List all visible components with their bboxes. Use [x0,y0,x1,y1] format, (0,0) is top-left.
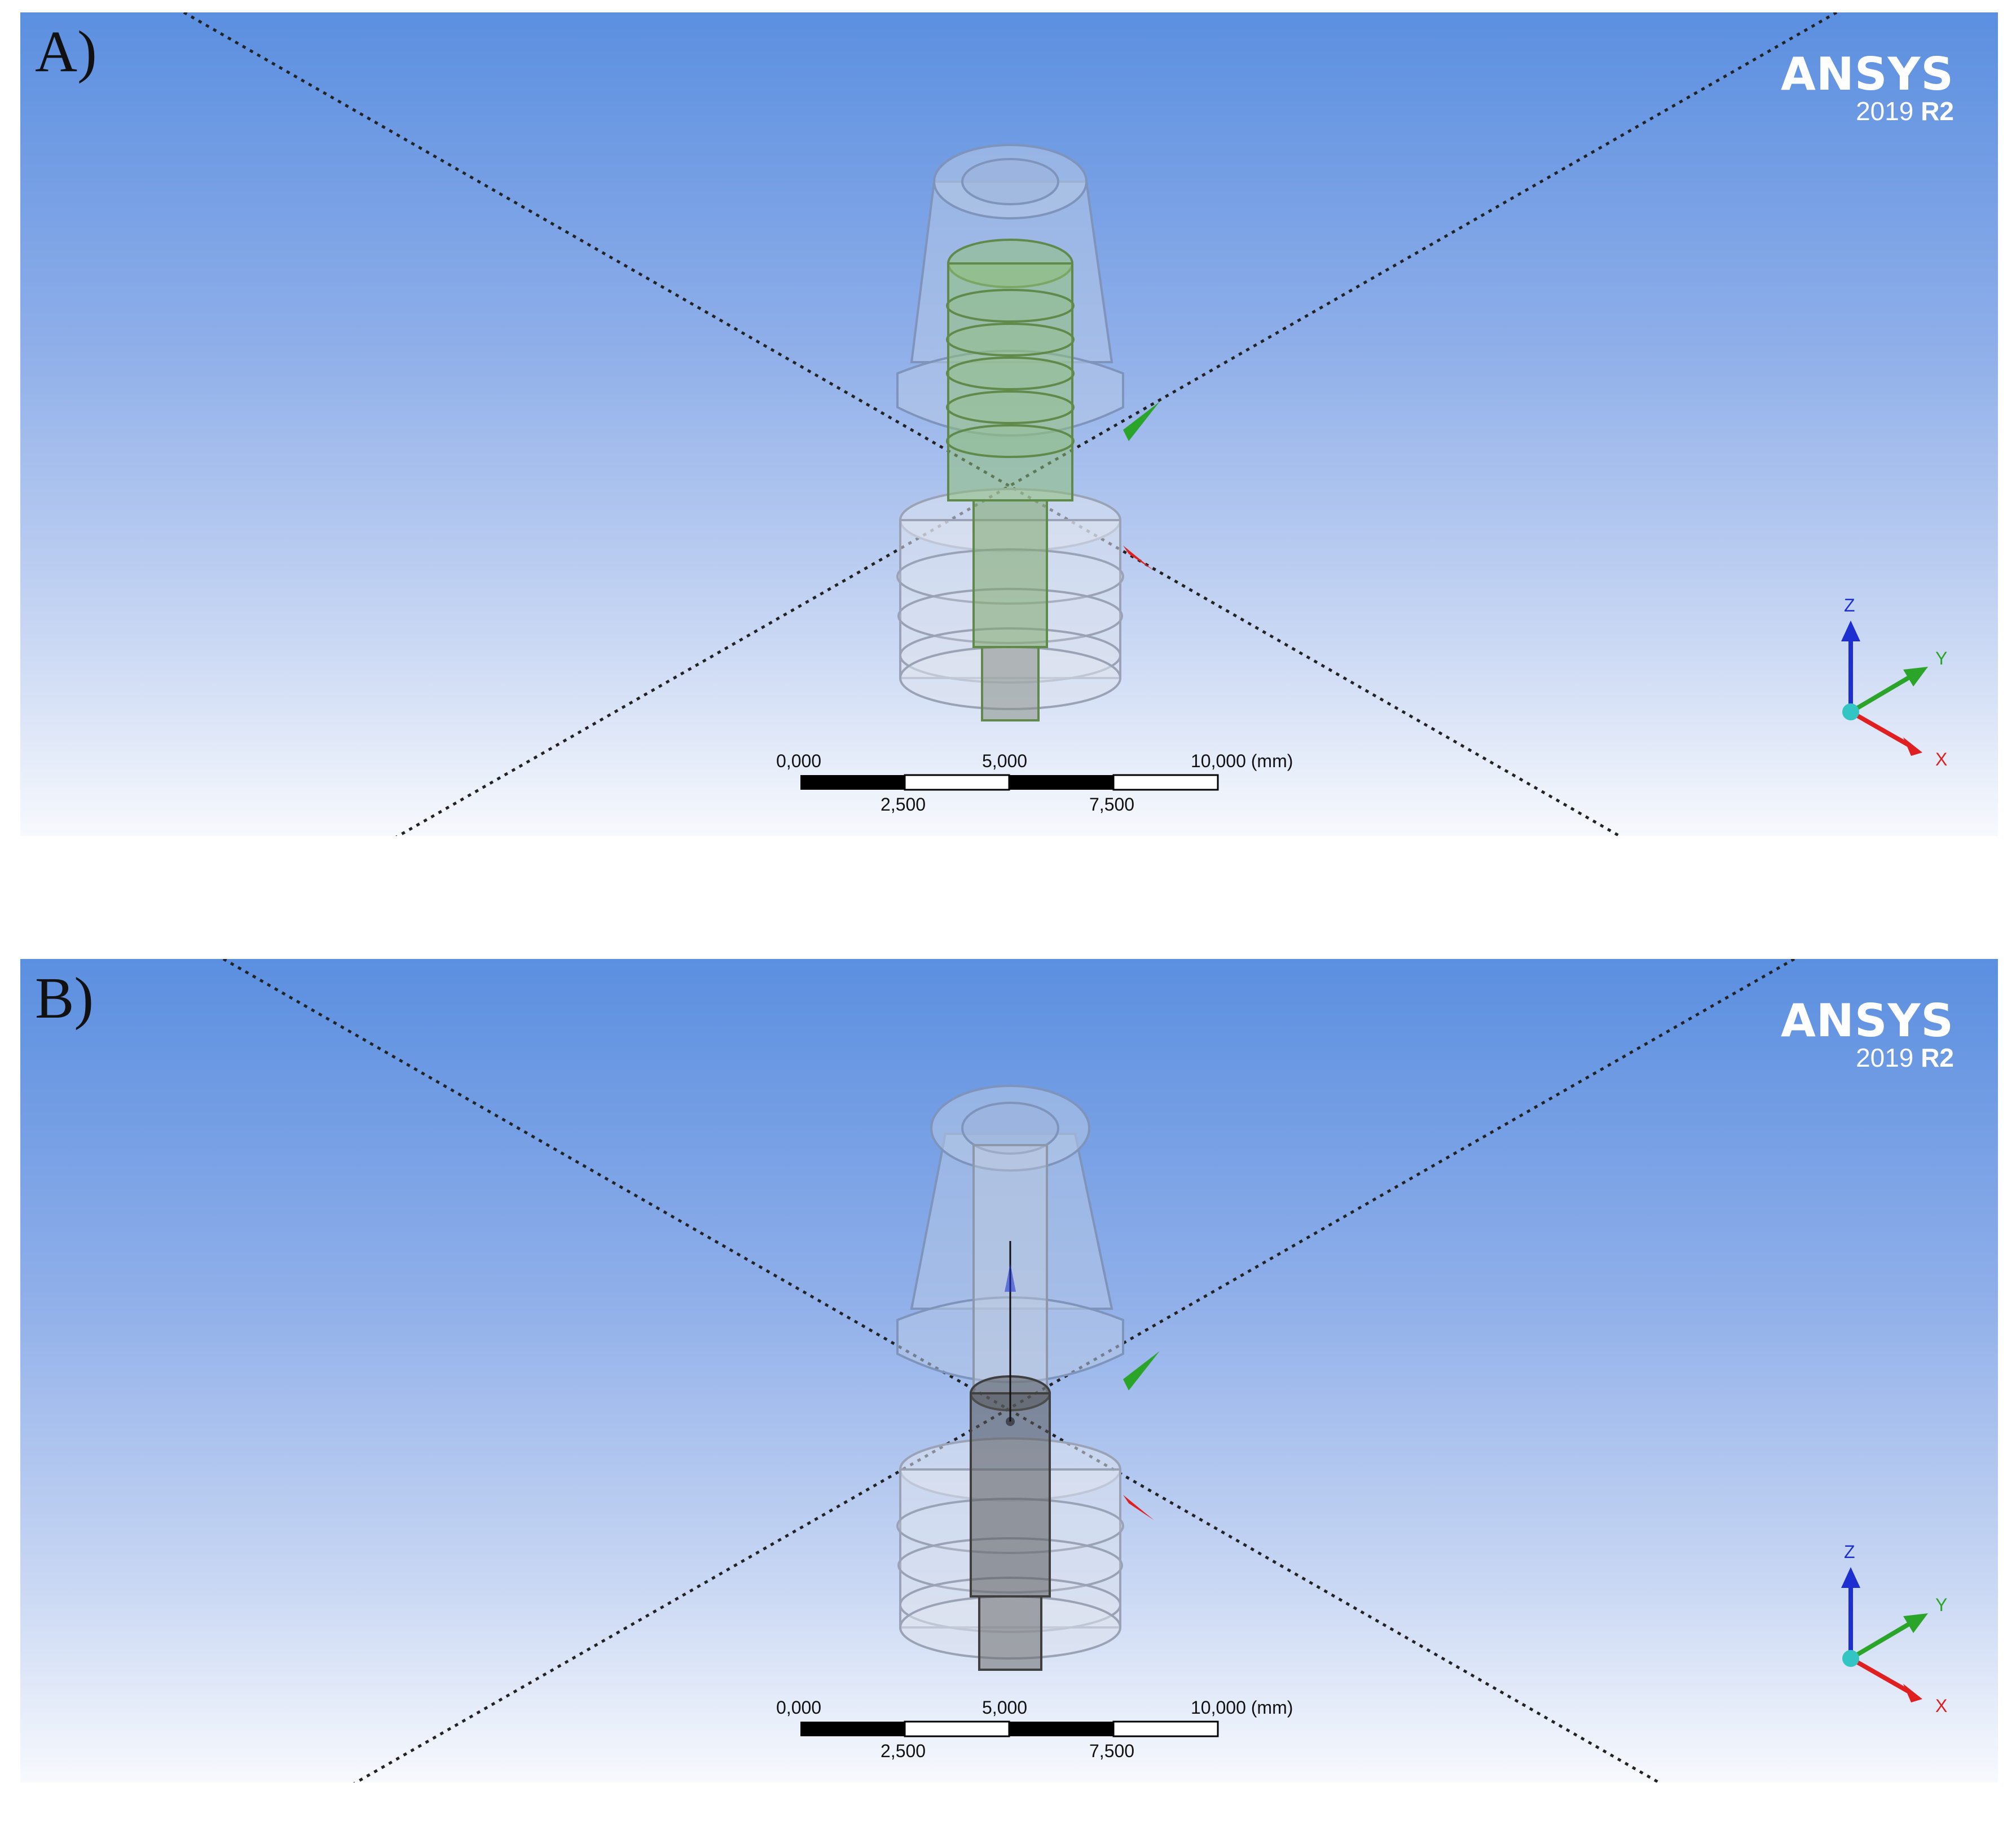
scale-label-2-5: 2,500 [881,794,926,815]
model-axis-markers [1123,1351,1160,1520]
scale-label-10: 10,000 (mm) [1191,751,1293,771]
axis-label-x: X [1935,1696,1947,1716]
scale-label-7-5: 7,500 [1089,794,1134,815]
scale-label-10: 10,000 (mm) [1191,1697,1293,1718]
construction-lines [183,12,1838,836]
scale-label-7-5: 7,500 [1089,1741,1134,1761]
viewport-scene-b: 0,000 5,000 10,000 (mm) 2,500 7,500 Z Y … [222,959,1947,1783]
scale-bar: 0,000 5,000 10,000 (mm) 2,500 7,500 [776,1697,1293,1761]
viewport-panel-b[interactable]: 0,000 5,000 10,000 (mm) 2,500 7,500 Z Y … [20,959,1998,1783]
scale-label-0: 0,000 [776,751,821,771]
logo-name: ANSYS [1780,48,1954,100]
scale-label-5: 5,000 [982,751,1027,771]
axis-label-y: Y [1935,1595,1947,1615]
logo-version-release: R2 [1921,1043,1954,1072]
logo-version-release: R2 [1921,96,1954,126]
ansys-logo: ANSYS 2019 R2 [1781,998,1954,1072]
ansys-logo: ANSYS 2019 R2 [1781,52,1954,126]
logo-version: 2019 R2 [1781,97,1954,126]
axis-label-z: Z [1844,595,1855,615]
axis-triad[interactable]: Z Y X [1841,595,1947,769]
caption-remnant [0,1797,2016,1835]
axis-label-y: Y [1935,648,1947,668]
scale-label-2-5: 2,500 [881,1741,926,1761]
model-axis-markers [1123,402,1160,571]
screw-gray[interactable] [970,1144,1051,1671]
scale-label-0: 0,000 [776,1697,821,1718]
logo-version: 2019 R2 [1781,1044,1954,1072]
screw-green[interactable] [946,239,1075,721]
panel-label: A) [35,19,97,84]
axis-label-z: Z [1844,1542,1855,1562]
scale-bar: 0,000 5,000 10,000 (mm) 2,500 7,500 [776,751,1293,815]
logo-version-year: 2019 [1856,96,1914,126]
panel-label: B) [35,966,94,1031]
viewport-scene-a: 0,000 5,000 10,000 (mm) 2,500 7,500 Z Y … [183,12,1947,836]
axis-triad[interactable]: Z Y X [1841,1542,1947,1716]
viewport-panel-a[interactable]: 0,000 5,000 10,000 (mm) 2,500 7,500 Z Y … [20,12,1998,836]
logo-version-year: 2019 [1856,1043,1914,1072]
scale-label-5: 5,000 [982,1697,1027,1718]
axis-label-x: X [1935,749,1947,769]
logo-name: ANSYS [1780,994,1954,1047]
